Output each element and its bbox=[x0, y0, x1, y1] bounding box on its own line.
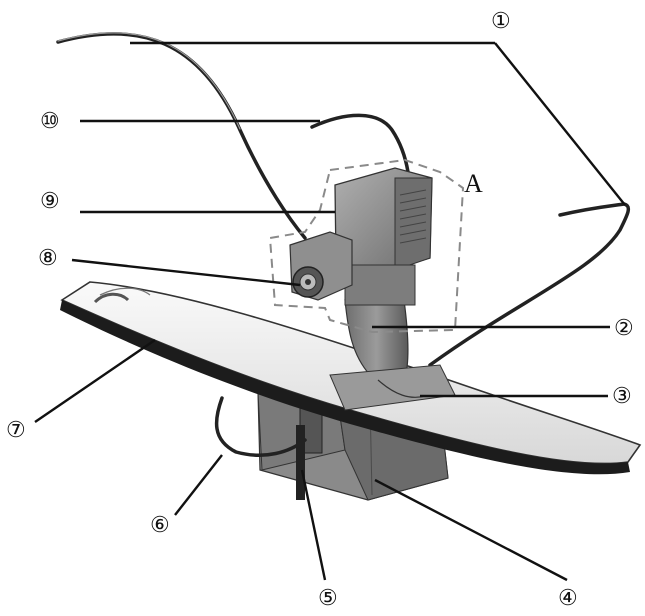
callout-1: ① bbox=[491, 9, 511, 34]
callout-9: ⑨ bbox=[40, 189, 60, 214]
callout-10: ⑩ bbox=[40, 109, 60, 134]
cable-10 bbox=[310, 113, 410, 174]
column bbox=[329, 299, 456, 411]
motor-housing bbox=[334, 167, 433, 306]
callout-8: ⑧ bbox=[38, 246, 58, 271]
callout-5: ⑤ bbox=[318, 586, 338, 611]
region-a-outline bbox=[268, 158, 465, 334]
callout-7: ⑦ bbox=[6, 418, 26, 443]
support-5 bbox=[296, 425, 305, 500]
callout-6: ⑥ bbox=[150, 513, 170, 538]
callout-4: ④ bbox=[558, 586, 578, 611]
callouts: ① ⑩ ⑨ ⑧ ② ③ ⑦ ⑥ ⑤ ④ A bbox=[6, 9, 634, 611]
leader-lines bbox=[34, 41, 626, 582]
hose-6 bbox=[214, 396, 307, 457]
callout-2: ② bbox=[614, 316, 634, 341]
region-a-label: A bbox=[464, 169, 483, 198]
lens-head bbox=[289, 231, 353, 301]
callout-3: ③ bbox=[612, 384, 632, 409]
